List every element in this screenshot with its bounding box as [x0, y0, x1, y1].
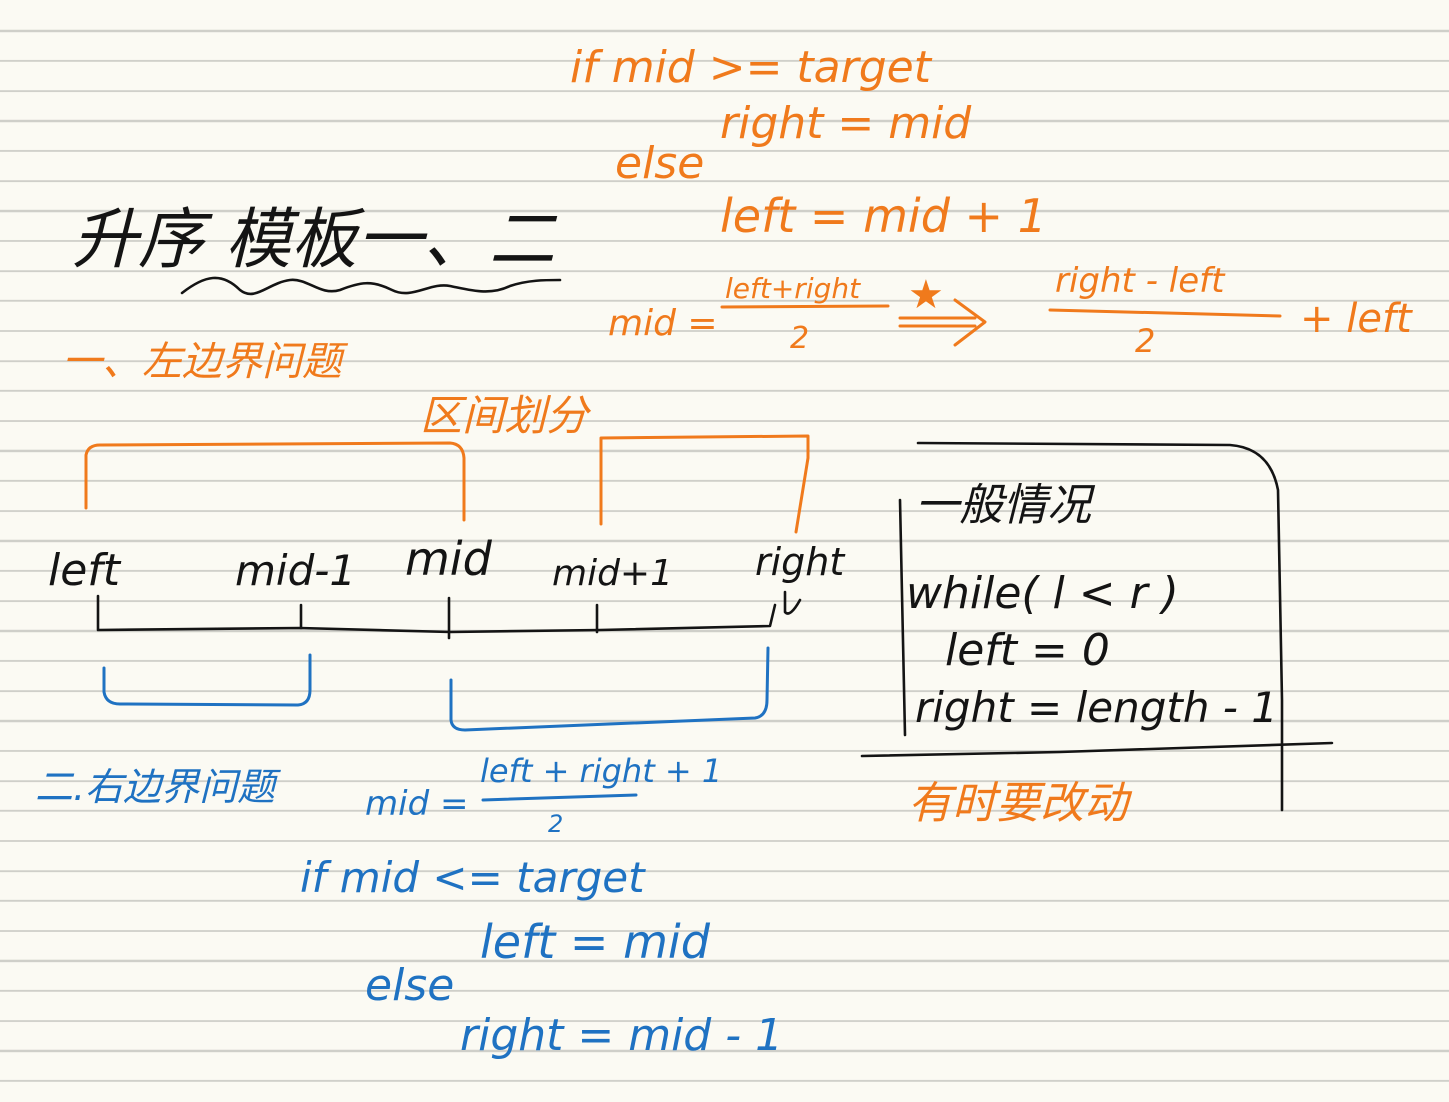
star-icon: ★	[908, 272, 944, 318]
mid-formula-alt-suffix: + left	[1300, 296, 1413, 342]
mid-formula-denominator: 2	[790, 321, 809, 356]
orange-code-line-1: if mid >= target	[570, 42, 933, 93]
mid-formula-alt-denominator: 2	[1135, 322, 1155, 360]
general-case-box-left	[898, 498, 907, 737]
general-case-heading: 一般情况	[915, 480, 1096, 531]
blue-mid-fraction-bar	[481, 793, 638, 802]
general-case-line-1: while( l < r )	[906, 568, 1179, 619]
title-underline	[180, 276, 562, 296]
blue-mid-denominator: 2	[548, 810, 563, 838]
tick-right	[783, 590, 802, 615]
axis-label-left: left	[48, 545, 122, 596]
page-title: 升序 模板一、二	[72, 201, 558, 278]
mid-formula-prefix: mid =	[608, 303, 718, 344]
orange-code-line-2: right = mid	[720, 98, 972, 149]
general-case-underline	[860, 741, 1334, 758]
axis-label-mid: mid	[405, 532, 493, 586]
right-interval-bracket	[599, 434, 810, 534]
mid-formula-numerator: left+right	[725, 272, 861, 305]
mid-formula-fraction-bar	[720, 304, 890, 309]
axis-label-mid-minus-1: mid-1	[235, 546, 356, 595]
blue-mid-numerator: left + right + 1	[480, 752, 722, 790]
orange-code-line-3: else	[615, 138, 704, 189]
orange-code-line-4: left = mid + 1	[720, 189, 1047, 243]
right-boundary-heading: 二.右边界问题	[35, 765, 281, 809]
number-line	[96, 594, 777, 634]
blue-mid-prefix: mid =	[365, 784, 468, 824]
axis-label-right: right	[755, 540, 846, 584]
right-lower-bracket	[449, 646, 770, 732]
general-case-box	[916, 441, 1284, 812]
mid-formula-alt-fraction-bar	[1048, 308, 1282, 318]
left-lower-bracket	[102, 653, 312, 707]
general-case-line-2: left = 0	[945, 625, 1110, 676]
blue-code-line-2: left = mid	[480, 915, 711, 969]
blue-code-line-4: right = mid - 1	[460, 1010, 783, 1061]
left-interval-bracket	[84, 441, 466, 522]
axis-label-mid-plus-1: mid+1	[552, 553, 673, 594]
general-case-line-3: right = length - 1	[915, 683, 1278, 732]
blue-code-line-1: if mid <= target	[300, 853, 646, 902]
general-case-note: 有时要改动	[908, 778, 1133, 829]
interval-label: 区间划分	[420, 391, 592, 440]
implies-arrow-icon	[898, 298, 987, 347]
mid-formula-alt-numerator: right - left	[1055, 261, 1226, 301]
left-boundary-heading: 一、左边界问题	[62, 339, 349, 385]
blue-code-line-3: else	[365, 960, 454, 1011]
